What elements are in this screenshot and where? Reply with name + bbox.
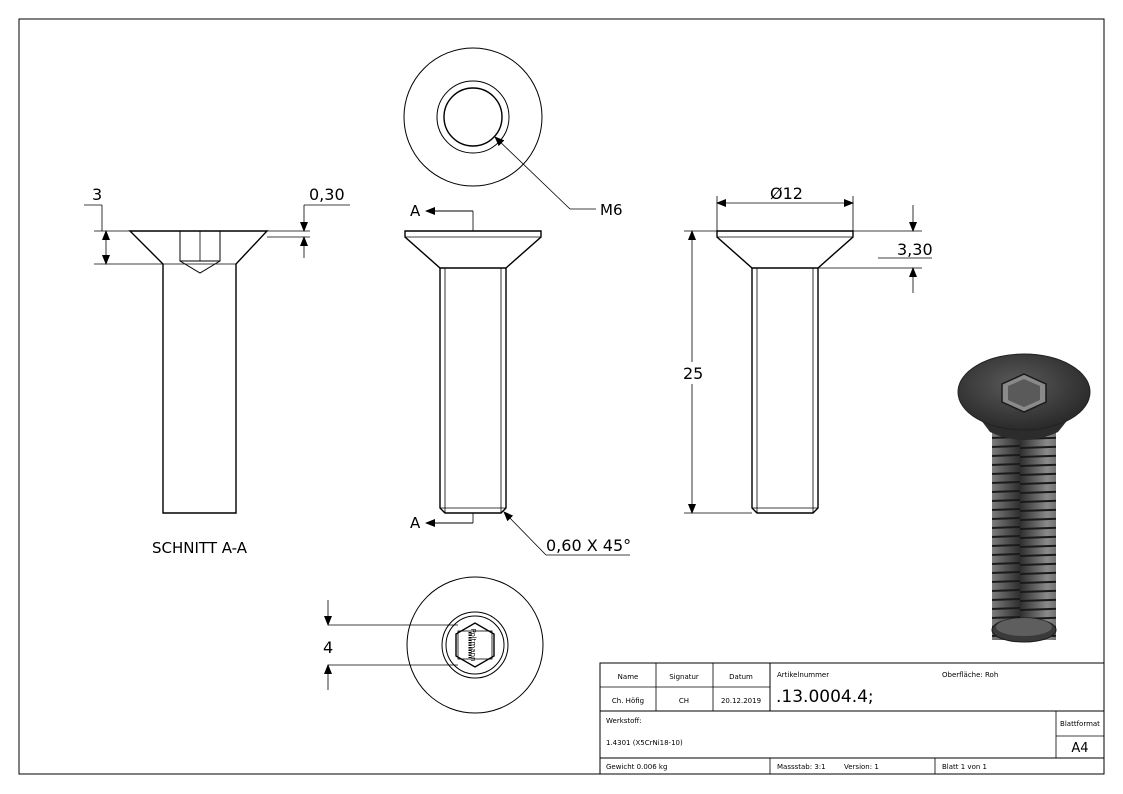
version: Version: 1 — [844, 763, 879, 771]
section-label: SCHNITT A-A — [152, 539, 248, 557]
datum-value: 20.12.2019 — [721, 697, 761, 705]
cut-marker-bottom: A — [410, 514, 421, 532]
thread-label: M6 — [600, 201, 623, 219]
bottom-view: Poltmann 4 — [323, 576, 544, 714]
name-value: Ch. Höfig — [612, 697, 644, 705]
signatur-value: CH — [679, 697, 689, 705]
title-block: Name Signatur Datum Ch. Höfig CH 20.12.2… — [599, 662, 1105, 775]
blattformat-value: A4 — [1071, 741, 1088, 756]
header-signatur: Signatur — [669, 673, 699, 681]
oberflaeche: Oberfläche: Roh — [942, 671, 998, 679]
section-view: 3 0,30 SCHNITT A-A — [84, 185, 350, 557]
dim-head-offset: 0,30 — [309, 185, 345, 204]
werkstoff-label: Werkstoff: — [606, 717, 642, 725]
massstab: Massstab: 3:1 — [777, 763, 826, 771]
screw-render-image — [957, 353, 1091, 643]
blattformat-label: Blattformat — [1060, 720, 1100, 728]
cut-marker-top: A — [410, 202, 421, 220]
header-datum: Datum — [729, 673, 753, 681]
artikelnummer-value: .13.0004.4; — [776, 687, 874, 707]
dim-head-height: 3,30 — [897, 240, 933, 259]
header-name: Name — [618, 673, 639, 681]
hex-engraving: Poltmann — [469, 629, 477, 662]
gewicht: Gewicht 0.006 kg — [606, 763, 667, 771]
sheet-border — [18, 18, 1105, 775]
chamfer-label: 0,60 X 45° — [546, 536, 631, 555]
werkstoff-value: 1.4301 (X5CrNi18-10) — [606, 739, 683, 747]
artikelnummer-label: Artikelnummer — [777, 671, 829, 679]
dim-hex-size: 4 — [323, 638, 333, 657]
top-view: M6 — [403, 47, 623, 219]
side-view: Ø12 3,30 25 — [680, 184, 933, 514]
dim-head-thickness: 3 — [92, 185, 102, 204]
front-view: A A 0,60 X 45° — [404, 202, 631, 556]
dim-head-diameter: Ø12 — [770, 184, 803, 203]
blatt: Blatt 1 von 1 — [942, 763, 987, 771]
dim-length: 25 — [683, 364, 703, 383]
